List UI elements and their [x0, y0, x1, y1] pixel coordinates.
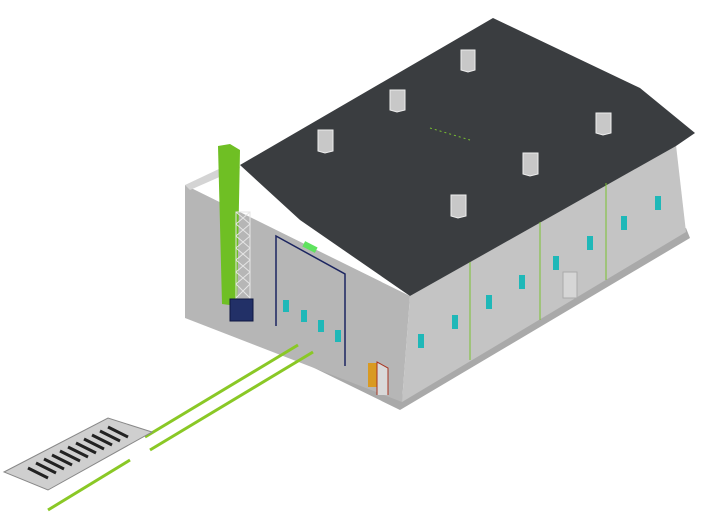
roof — [240, 18, 695, 296]
skylight — [522, 152, 539, 177]
entry-post — [368, 363, 377, 387]
skylight — [389, 89, 406, 113]
side-windows — [418, 196, 661, 348]
red-door-frame — [376, 361, 389, 395]
green-column — [218, 144, 240, 306]
exit-sign — [302, 241, 318, 253]
door-windows — [283, 300, 341, 342]
large-door-frame — [275, 234, 346, 366]
roof-ridge-marker — [429, 127, 471, 141]
skylights — [317, 49, 612, 219]
hvac-unit — [229, 298, 254, 322]
skylight — [595, 112, 612, 136]
side-wall — [402, 145, 686, 402]
grate-slots — [27, 425, 129, 480]
skylight — [460, 49, 476, 73]
skylight — [317, 129, 334, 154]
side-wall-pilasters — [469, 183, 607, 360]
drain-grate — [2, 417, 154, 491]
skylight — [450, 194, 467, 219]
side-door — [562, 271, 578, 299]
front-wall — [185, 185, 410, 402]
rails — [47, 343, 314, 512]
